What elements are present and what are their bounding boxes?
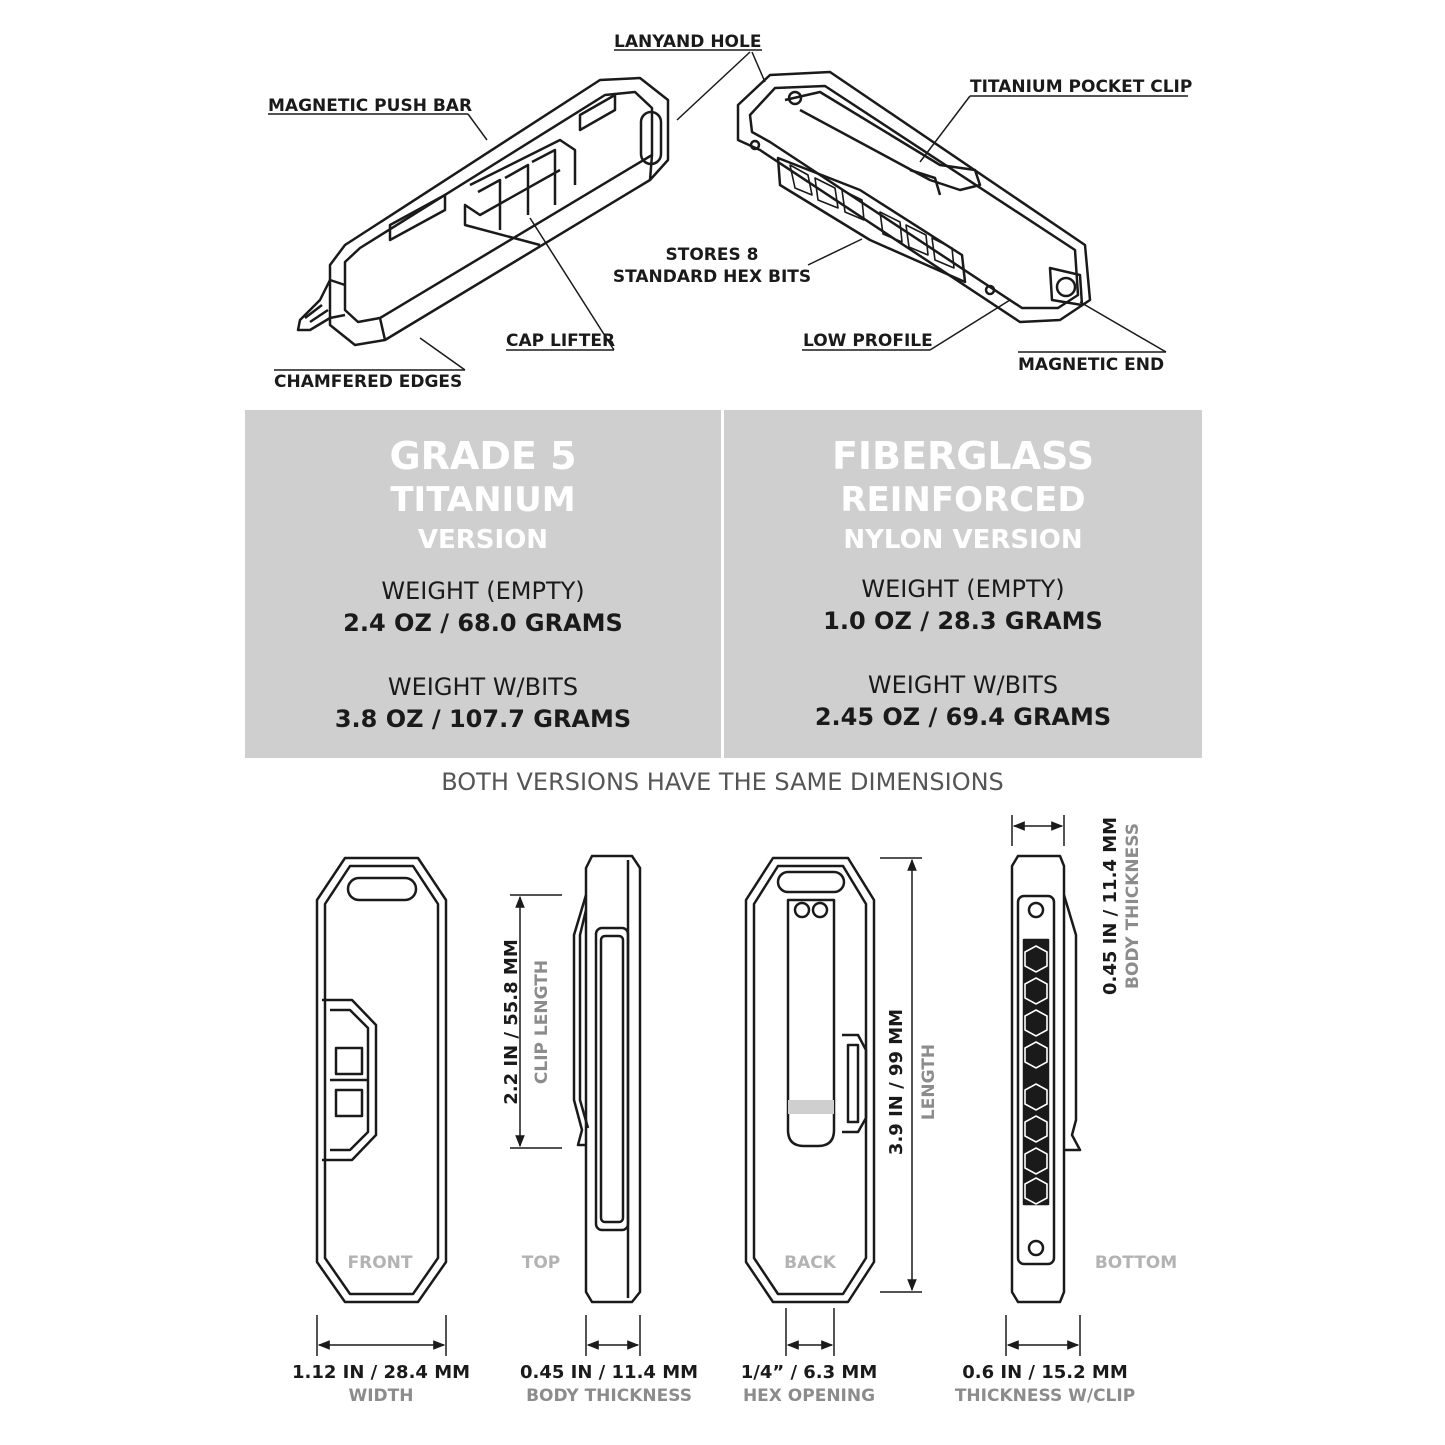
view-label-top: TOP	[522, 1253, 561, 1273]
nylon-weight-bits-value: 2.45 OZ / 69.4 GRAMS	[814, 703, 1112, 731]
width-label: WIDTH	[348, 1386, 413, 1406]
dimension-labels: 1.12 IN / 28.4 MM WIDTH 0.45 IN / 11.4 M…	[292, 817, 1143, 1406]
same-dimensions-note: BOTH VERSIONS HAVE THE SAME DIMENSIONS	[441, 768, 1004, 796]
body-thickness-label: BODY THICKNESS	[526, 1386, 692, 1406]
top-view	[572, 854, 642, 1304]
thickness-clip-value: 0.6 IN / 15.2 MM	[962, 1362, 1128, 1383]
titanium-weight-bits-label: WEIGHT W/BITS	[387, 673, 579, 701]
nylon-weight-empty-value: 1.0 OZ / 28.3 GRAMS	[823, 607, 1103, 635]
label-cap-lifter: CAP LIFTER	[506, 331, 615, 351]
width-value: 1.12 IN / 28.4 MM	[292, 1362, 470, 1383]
titanium-title-line3: VERSION	[417, 525, 549, 555]
body-thickness-side-label: BODY THICKNESS	[1123, 823, 1143, 989]
hex-bits-row	[1024, 945, 1048, 1205]
callout-leaders	[268, 49, 1188, 371]
view-label-front: FRONT	[348, 1253, 413, 1273]
label-stores-line2: STANDARD HEX BITS	[613, 267, 811, 287]
clip-length-value: 2.2 IN / 55.8 MM	[501, 939, 522, 1105]
titanium-weight-empty-label: WEIGHT (EMPTY)	[381, 577, 585, 605]
bottom-view	[1010, 854, 1082, 1304]
view-label-bottom: BOTTOM	[1095, 1253, 1177, 1273]
titanium-title-line2: TITANIUM	[390, 480, 576, 520]
nylon-title-line1: FIBERGLASS	[831, 434, 1095, 478]
length-value: 3.9 IN / 99 MM	[886, 1009, 907, 1155]
nylon-title-line2: REINFORCED	[840, 480, 1086, 520]
clip-length-label: CLIP LENGTH	[532, 960, 552, 1084]
titanium-weight-bits-value: 3.8 OZ / 107.7 GRAMS	[334, 705, 632, 733]
view-label-back: BACK	[784, 1253, 837, 1273]
body-thickness-value: 0.45 IN / 11.4 MM	[520, 1362, 698, 1383]
nylon-weight-bits-label: WEIGHT W/BITS	[867, 671, 1059, 699]
label-magnetic-end: MAGNETIC END	[1018, 355, 1164, 375]
thickness-clip-label: THICKNESS W/CLIP	[955, 1386, 1135, 1406]
callout-labels: LANYAND HOLE MAGNETIC PUSH BAR TITANIUM …	[268, 32, 1192, 392]
nylon-weight-empty-label: WEIGHT (EMPTY)	[861, 575, 1065, 603]
label-titanium-pocket-clip: TITANIUM POCKET CLIP	[970, 77, 1192, 97]
nylon-title-line3: NYLON VERSION	[843, 525, 1083, 555]
label-lanyard-hole: LANYAND HOLE	[614, 32, 761, 52]
hex-opening-label: HEX OPENING	[743, 1386, 875, 1406]
label-chamfered-edges: CHAMFERED EDGES	[274, 372, 462, 392]
label-low-profile: LOW PROFILE	[803, 331, 933, 351]
titanium-weight-empty-value: 2.4 OZ / 68.0 GRAMS	[343, 609, 623, 637]
tool-isometric-front	[296, 76, 670, 347]
front-view	[315, 856, 448, 1304]
titanium-spec-panel: GRADE 5 TITANIUM VERSION WEIGHT (EMPTY) …	[245, 410, 721, 758]
label-stores-line1: STORES 8	[666, 245, 759, 265]
body-thickness-side-value: 0.45 IN / 11.4 MM	[1100, 817, 1121, 995]
label-magnetic-push-bar: MAGNETIC PUSH BAR	[268, 96, 472, 116]
tool-isometric-back	[736, 70, 1092, 324]
length-label: LENGTH	[919, 1044, 939, 1120]
titanium-title-line1: GRADE 5	[389, 434, 577, 478]
dimension-lines	[316, 815, 1081, 1356]
hex-opening-value: 1/4” / 6.3 MM	[741, 1362, 878, 1383]
nylon-spec-panel: FIBERGLASS REINFORCED NYLON VERSION WEIG…	[724, 410, 1202, 758]
back-view	[744, 856, 876, 1304]
